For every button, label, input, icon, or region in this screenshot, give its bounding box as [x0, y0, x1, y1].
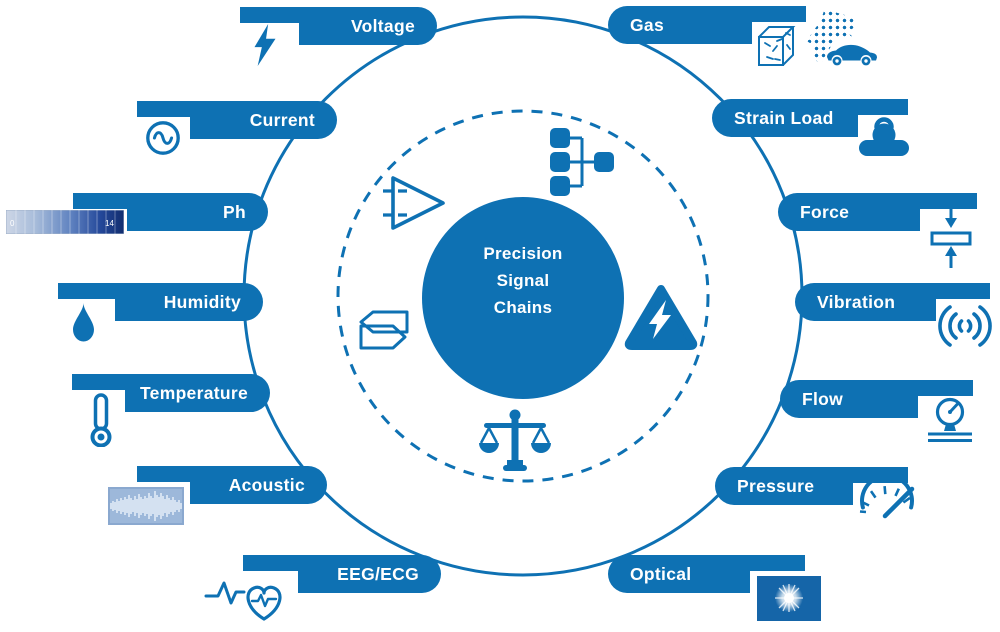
sensor-label: Voltage	[350, 16, 415, 36]
sensor-vibration-tab	[928, 283, 990, 299]
sensor-label: Strain Load	[734, 108, 834, 128]
sensor-label: Pressure	[737, 476, 815, 496]
sensor-voltage: Voltage	[240, 7, 437, 45]
sensor-force: Force	[778, 193, 977, 231]
sensor-ph-tab	[73, 193, 135, 209]
sensor-current-tab	[137, 101, 198, 117]
pressure-gauge-icon	[859, 483, 915, 519]
vibration-waves-icon	[938, 305, 992, 347]
sensor-ph: Ph	[73, 193, 268, 231]
sensor-optical-tab	[742, 555, 805, 571]
balance-scales-icon	[479, 409, 551, 471]
ph-scale-icon: 0 14	[6, 210, 124, 234]
signal-tags-icon	[359, 310, 409, 350]
sensor-eeg-ecg: EEG/ECG	[243, 555, 441, 593]
center-title-line: Signal	[496, 271, 550, 290]
sensor-force-tab	[912, 193, 977, 209]
sensor-temperature: Temperature	[72, 374, 270, 412]
sine-wave-icon	[146, 121, 180, 155]
sensor-eeg-ecg-tab	[243, 555, 306, 571]
flowchart-icon	[550, 128, 614, 196]
car-icon	[827, 44, 877, 66]
center-circle	[422, 197, 624, 399]
sensor-label: Vibration	[817, 292, 896, 312]
sensor-flow-tab	[910, 380, 973, 396]
sensor-current: Current	[137, 101, 337, 139]
sensor-label: EEG/ECG	[337, 564, 419, 584]
sound-waveform-icon	[108, 487, 184, 525]
center-title: Precision Signal Chains	[433, 240, 613, 321]
flow-meter-icon	[928, 397, 972, 442]
sensor-gas: Gas	[608, 6, 806, 44]
sensor-temperature-tab	[72, 374, 133, 390]
thermometer-icon	[90, 393, 112, 447]
sensor-label: Acoustic	[228, 475, 305, 495]
sensor-pressure: Pressure	[715, 467, 908, 505]
sensor-label: Ph	[223, 202, 246, 222]
sensor-vibration: Vibration	[795, 283, 990, 321]
sensor-gas-tab	[744, 6, 806, 22]
ph-max-label: 14	[105, 219, 114, 228]
surge-protection-icon	[624, 285, 698, 350]
sensor-humidity-tab	[58, 283, 123, 299]
center-title-line: Precision	[483, 244, 563, 263]
center-title-line: Chains	[493, 298, 553, 317]
sensor-optical: Optical	[608, 555, 805, 593]
sensor-label: Humidity	[163, 292, 241, 312]
sensor-label: Gas	[630, 15, 664, 35]
sensor-label: Temperature	[139, 383, 248, 403]
dashed-circle	[336, 109, 710, 483]
sensor-strain-load-tab	[850, 99, 908, 115]
heart-ecg-icon	[204, 581, 282, 621]
sensor-label: Force	[800, 202, 850, 222]
sensor-pressure-tab	[845, 467, 908, 483]
ph-min-label: 0	[10, 219, 15, 228]
sensor-label: Optical	[630, 564, 692, 584]
lightning-icon	[254, 24, 276, 66]
sensor-voltage-tab	[240, 7, 307, 23]
sensor-strain-load: Strain Load	[712, 99, 908, 137]
water-drop-icon	[73, 303, 94, 342]
kettlebell-icon	[859, 117, 909, 156]
sensor-humidity: Humidity	[58, 283, 263, 321]
sensor-label: Current	[249, 110, 315, 130]
sensor-label: Flow	[802, 389, 844, 409]
compression-arrows-icon	[930, 206, 972, 268]
amplifier-icon	[383, 176, 445, 230]
sensor-acoustic-tab	[137, 466, 198, 482]
sensor-flow: Flow	[780, 380, 973, 418]
light-burst-icon	[757, 576, 821, 621]
gas-cube-icon	[758, 26, 796, 66]
sensor-acoustic: Acoustic	[137, 466, 327, 504]
